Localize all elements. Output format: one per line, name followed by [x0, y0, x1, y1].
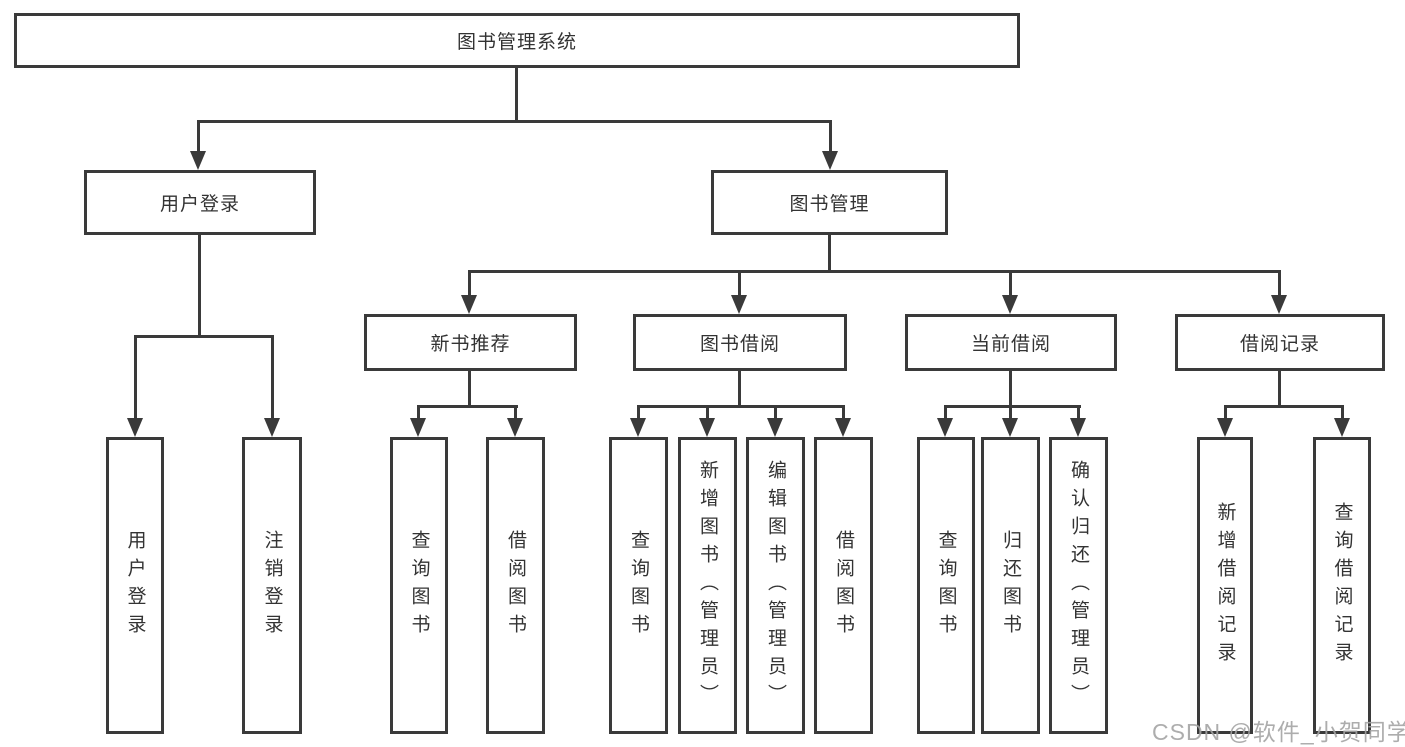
node-borrow-records: 借阅记录: [1175, 314, 1385, 371]
leaf-confirm-return-admin: 确认归还（管理员）: [1049, 437, 1108, 734]
connector-line: [637, 405, 640, 421]
connector-line: [1009, 371, 1012, 408]
leaf-borrow-books-1: 借阅图书: [486, 437, 545, 734]
node-user-login-label: 用户登录: [159, 194, 240, 215]
node-root: 图书管理系统: [14, 13, 1020, 68]
connector-line: [417, 405, 420, 421]
leaf-query-books-2-label: 查询图书: [628, 529, 649, 642]
node-book-management: 图书管理: [711, 170, 948, 235]
arrowhead-down-icon: [937, 418, 953, 437]
arrowhead-down-icon: [731, 295, 747, 314]
connector-line: [514, 405, 517, 421]
connector-line: [828, 235, 831, 273]
connector-line: [468, 270, 471, 298]
connector-line: [774, 405, 777, 421]
node-borrow-records-label: 借阅记录: [1239, 334, 1320, 355]
arrowhead-down-icon: [410, 418, 426, 437]
node-book-management-label: 图书管理: [789, 194, 870, 215]
node-new-book-recommend: 新书推荐: [364, 314, 577, 371]
arrowhead-down-icon: [1002, 418, 1018, 437]
connector-line: [637, 405, 845, 408]
arrowhead-down-icon: [835, 418, 851, 437]
leaf-return-book: 归还图书: [981, 437, 1040, 734]
arrowhead-down-icon: [127, 418, 143, 437]
node-current-borrow-label: 当前借阅: [970, 334, 1051, 355]
leaf-edit-book-admin-label: 编辑图书（管理员）: [765, 459, 786, 712]
connector-line: [1224, 405, 1344, 408]
connector-line: [1278, 270, 1281, 298]
node-current-borrow: 当前借阅: [905, 314, 1117, 371]
connector-line: [1278, 371, 1281, 408]
connector-line: [738, 371, 741, 408]
connector-line: [197, 120, 200, 154]
arrowhead-down-icon: [630, 418, 646, 437]
connector-line: [134, 335, 137, 421]
connector-line: [944, 405, 1081, 408]
connector-line: [1009, 270, 1012, 298]
leaf-confirm-return-admin-label: 确认归还（管理员）: [1068, 459, 1089, 712]
leaf-user-login: 用户登录: [106, 437, 164, 734]
node-root-label: 图书管理系统: [456, 32, 577, 53]
connector-line: [738, 270, 741, 298]
watermark: CSDN @软件_小贺同学: [1152, 719, 1405, 745]
node-new-book-recommend-label: 新书推荐: [430, 334, 511, 355]
connector-line: [706, 405, 709, 421]
leaf-add-borrow-record: 新增借阅记录: [1197, 437, 1253, 734]
connector-line: [515, 68, 518, 120]
leaf-logout-label: 注销登录: [261, 529, 283, 642]
arrowhead-down-icon: [1002, 295, 1018, 314]
connector-line: [1009, 405, 1012, 421]
node-user-login: 用户登录: [84, 170, 316, 235]
arrowhead-down-icon: [264, 418, 280, 437]
connector-line: [197, 120, 832, 123]
connector-line: [271, 335, 274, 421]
connector-line: [134, 335, 274, 338]
leaf-return-book-label: 归还图书: [1000, 529, 1021, 642]
leaf-query-borrow-record: 查询借阅记录: [1313, 437, 1371, 734]
connector-line: [468, 371, 471, 408]
connector-line: [198, 235, 201, 337]
leaf-add-borrow-record-label: 新增借阅记录: [1214, 501, 1236, 670]
leaf-borrow-books-1-label: 借阅图书: [505, 529, 526, 642]
leaf-borrow-books-2: 借阅图书: [814, 437, 873, 734]
arrowhead-down-icon: [190, 151, 206, 170]
connector-line: [944, 405, 947, 421]
leaf-query-borrow-record-label: 查询借阅记录: [1331, 501, 1353, 670]
arrowhead-down-icon: [767, 418, 783, 437]
leaf-user-login-label: 用户登录: [124, 529, 146, 642]
arrowhead-down-icon: [699, 418, 715, 437]
arrowhead-down-icon: [1070, 418, 1086, 437]
connector-line: [1341, 405, 1344, 421]
node-book-borrow-label: 图书借阅: [699, 334, 780, 355]
leaf-add-book-admin: 新增图书（管理员）: [678, 437, 737, 734]
arrowhead-down-icon: [1334, 418, 1350, 437]
connector-line: [842, 405, 845, 421]
leaf-logout: 注销登录: [242, 437, 302, 734]
leaf-query-books-1: 查询图书: [390, 437, 448, 734]
leaf-borrow-books-2-label: 借阅图书: [833, 529, 854, 642]
connector-line: [829, 120, 832, 154]
connector-line: [468, 270, 1281, 273]
arrowhead-down-icon: [1271, 295, 1287, 314]
leaf-edit-book-admin: 编辑图书（管理员）: [746, 437, 805, 734]
leaf-add-book-admin-label: 新增图书（管理员）: [697, 459, 718, 712]
arrowhead-down-icon: [822, 151, 838, 170]
leaf-query-books-3-label: 查询图书: [935, 529, 957, 642]
leaf-query-books-1-label: 查询图书: [408, 529, 430, 642]
connector-line: [1077, 405, 1080, 421]
connector-line: [1224, 405, 1227, 421]
arrowhead-down-icon: [507, 418, 523, 437]
leaf-query-books-2: 查询图书: [609, 437, 668, 734]
arrowhead-down-icon: [1217, 418, 1233, 437]
connector-line: [417, 405, 518, 408]
node-book-borrow: 图书借阅: [633, 314, 847, 371]
leaf-query-books-3: 查询图书: [917, 437, 975, 734]
arrowhead-down-icon: [461, 295, 477, 314]
